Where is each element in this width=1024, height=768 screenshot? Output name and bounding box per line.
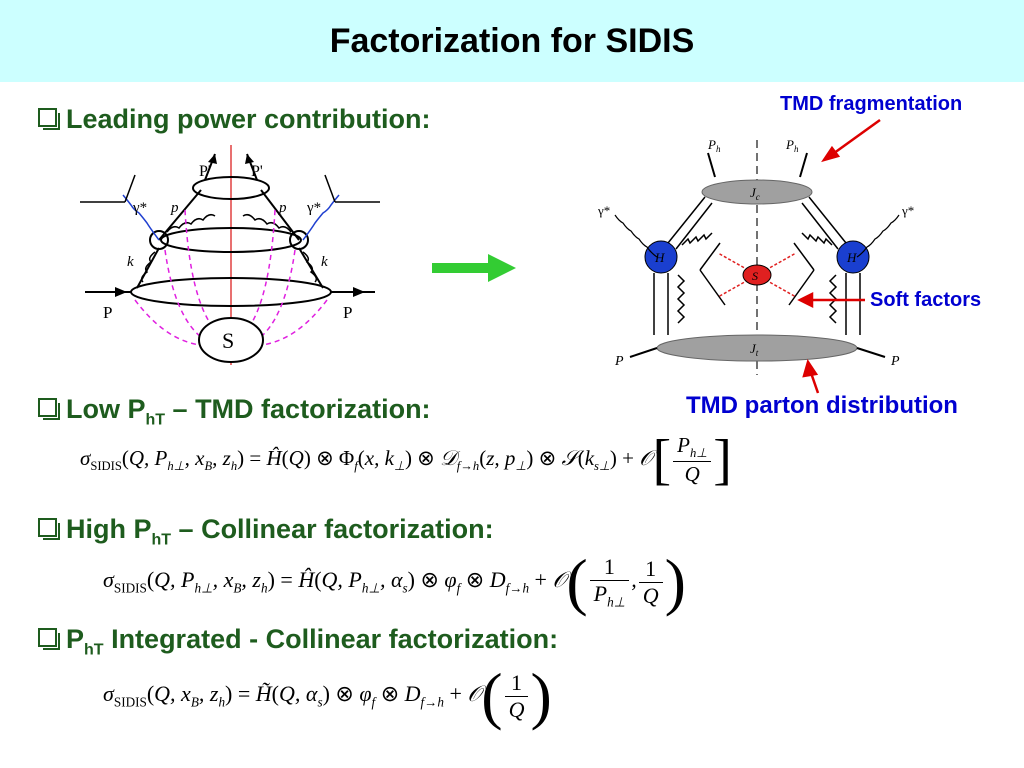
label-P-left: P [103, 303, 112, 322]
right-factorization-diagram: Ph Ph Jc H H γ* γ* S [597, 137, 914, 375]
equation-integrated-collinear: σSIDIS(Q, xB, zh) = H̃(Q, αs) ⊗ φf ⊗ Df→… [103, 660, 552, 731]
annotation-soft-factors: Soft factors [870, 289, 982, 311]
green-arrow-icon [432, 254, 516, 282]
equation-collinear-factorization: σSIDIS(Q, Ph⊥, xB, zh) = Ĥ(Q, Ph⊥, αs) ⊗… [103, 546, 686, 617]
label-P-right: P [343, 303, 352, 322]
label-gamma-left: γ* [132, 200, 147, 216]
checkbox-bullet-icon [38, 518, 60, 540]
annotation-tmd-fragmentation: TMD fragmentation [780, 93, 963, 115]
bullet-leading-text: Leading power contribution: [66, 104, 431, 134]
label-S: S [222, 328, 234, 353]
label-H-right: H [846, 250, 857, 265]
bullet-leading-power: Leading power contribution: [38, 104, 430, 135]
label-p-right: p [278, 200, 287, 216]
label-gamma-star-left: γ* [597, 203, 610, 218]
title-bar [0, 0, 1024, 82]
checkbox-bullet-icon [38, 628, 60, 650]
label-k-left: k [127, 254, 134, 270]
label-gamma-right: γ* [306, 200, 321, 216]
label-H-left: H [654, 250, 665, 265]
bullet-pht-integrated: PhT Integrated - Collinear factorization… [38, 624, 558, 659]
red-arrows [797, 118, 881, 394]
bullet-high-pht: High PhT – Collinear factorization: [38, 514, 494, 549]
slide-title: Factorization for SIDIS [329, 22, 695, 60]
label-Jc: Jc [750, 185, 760, 202]
label-Jt: Jt [750, 341, 759, 358]
bullet-low-pht: Low PhT – TMD factorization: [38, 394, 431, 429]
label-P-in: P [614, 354, 624, 369]
label-p-left: p [170, 200, 179, 216]
label-Ph-left: Ph [707, 137, 721, 154]
label-gamma-star-right: γ* [901, 203, 914, 218]
equation-tmd-factorization: σSIDIS(Q, Ph⊥, xB, zh) = Ĥ(Q) ⊗ Φf(x, k⊥… [80, 429, 732, 491]
label-S-soft: S [752, 269, 758, 283]
checkbox-bullet-icon [38, 398, 60, 420]
label-p-prime-right: P' [251, 163, 263, 180]
checkbox-bullet-icon [38, 108, 60, 130]
label-P-out: P [890, 354, 900, 369]
annotation-tmd-parton-distribution: TMD parton distribution [686, 392, 958, 419]
label-p-prime-left: P' [199, 163, 211, 180]
label-k-right: k [321, 254, 328, 270]
left-feynman-diagram: P' P' γ* γ* p p k k P P S [80, 145, 380, 365]
